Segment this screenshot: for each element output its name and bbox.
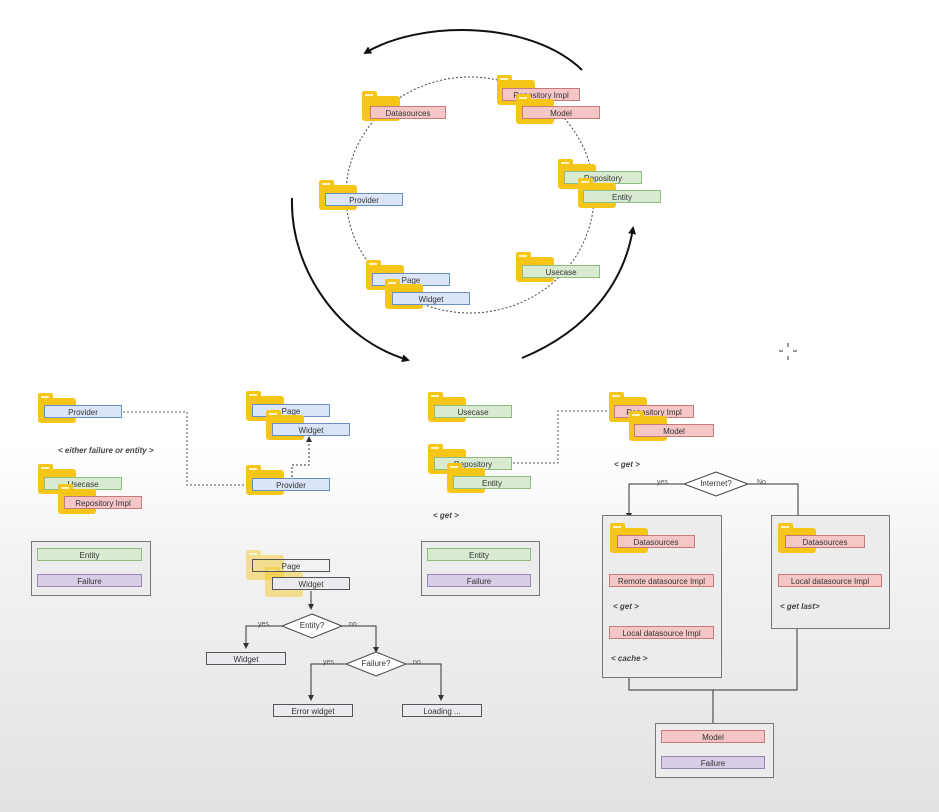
internet-no-line (748, 483, 801, 521)
failure-no-line (406, 663, 444, 701)
provider-to-page-link (291, 436, 312, 477)
data-model-label: Model (634, 424, 714, 437)
failure-yes-branch: yes (323, 659, 334, 666)
loading-label: Loading ... (402, 704, 482, 717)
internet-diamond (682, 471, 750, 497)
internet-yes-line (626, 483, 684, 519)
presentation-provider-target-label: Provider (252, 478, 330, 491)
remote-datasource-impl-label: Remote datasource Impl (609, 574, 714, 587)
entity-decision-text: Entity? (299, 621, 325, 630)
entity-yes-branch: yes (258, 621, 269, 628)
cycle-model-label: Model (522, 106, 600, 119)
domain-get-note: < get > (433, 511, 459, 520)
presentation-provider-label: Provider (44, 405, 122, 418)
cycle-usecase-label: Usecase (522, 265, 600, 278)
repository-to-repoimpl-link (513, 410, 612, 464)
provider-to-provider-link (123, 411, 248, 486)
data-failure-label: Failure (661, 756, 765, 769)
failure-no-branch: no (413, 659, 421, 666)
failure-diamond (344, 651, 408, 677)
remote-datasources-label: Datasources (617, 535, 695, 548)
either-failure-or-entity-note: < either failure or entity > (58, 446, 154, 455)
domain-usecase-label: Usecase (434, 405, 512, 418)
remote-local-datasource-impl-label: Local datasource Impl (609, 626, 714, 639)
failure-yes-line (308, 663, 346, 701)
cycle-arrow-top (363, 29, 583, 71)
flow-widget-label: Widget (272, 577, 350, 590)
flow-widget-result-label: Widget (206, 652, 286, 665)
cycle-entity-label: Entity (583, 190, 661, 203)
entity-diamond (280, 613, 344, 639)
domain-entity-label: Entity (453, 476, 531, 489)
internet-no-branch: No (757, 479, 766, 486)
cycle-arrow-left (290, 197, 410, 363)
presentation-repository-impl-label: Repository Impl (64, 496, 142, 509)
remote-get-note: < get > (613, 602, 639, 611)
cycle-widget-label: Widget (392, 292, 470, 305)
flow-page-label: Page (252, 559, 330, 572)
failure-decision-text: Failure? (361, 659, 391, 668)
cycle-datasources-label: Datasources (370, 106, 446, 119)
presentation-failure-label: Failure (37, 574, 142, 587)
internet-decision-text: Internet? (700, 479, 732, 488)
local-datasource-impl-label: Local datasource Impl (778, 574, 882, 587)
move-cursor-icon (779, 343, 797, 360)
presentation-entity-label: Entity (37, 548, 142, 561)
get-last-note: < get last> (780, 602, 820, 611)
entity-no-branch: no (349, 621, 357, 628)
domain-failure-label: Failure (427, 574, 531, 587)
presentation-widget-label: Widget (272, 423, 350, 436)
cycle-arrow-right (521, 226, 637, 359)
error-widget-label: Error widget (273, 704, 353, 717)
cache-note: < cache > (611, 654, 648, 663)
local-datasources-label: Datasources (785, 535, 865, 548)
data-model-result-label: Model (661, 730, 765, 743)
entity-no-line (342, 625, 379, 653)
data-get-note: < get > (614, 460, 640, 469)
domain-entity-result-label: Entity (427, 548, 531, 561)
cycle-provider-label: Provider (325, 193, 403, 206)
entity-yes-line (243, 625, 282, 649)
internet-yes-branch: yes (657, 479, 668, 486)
